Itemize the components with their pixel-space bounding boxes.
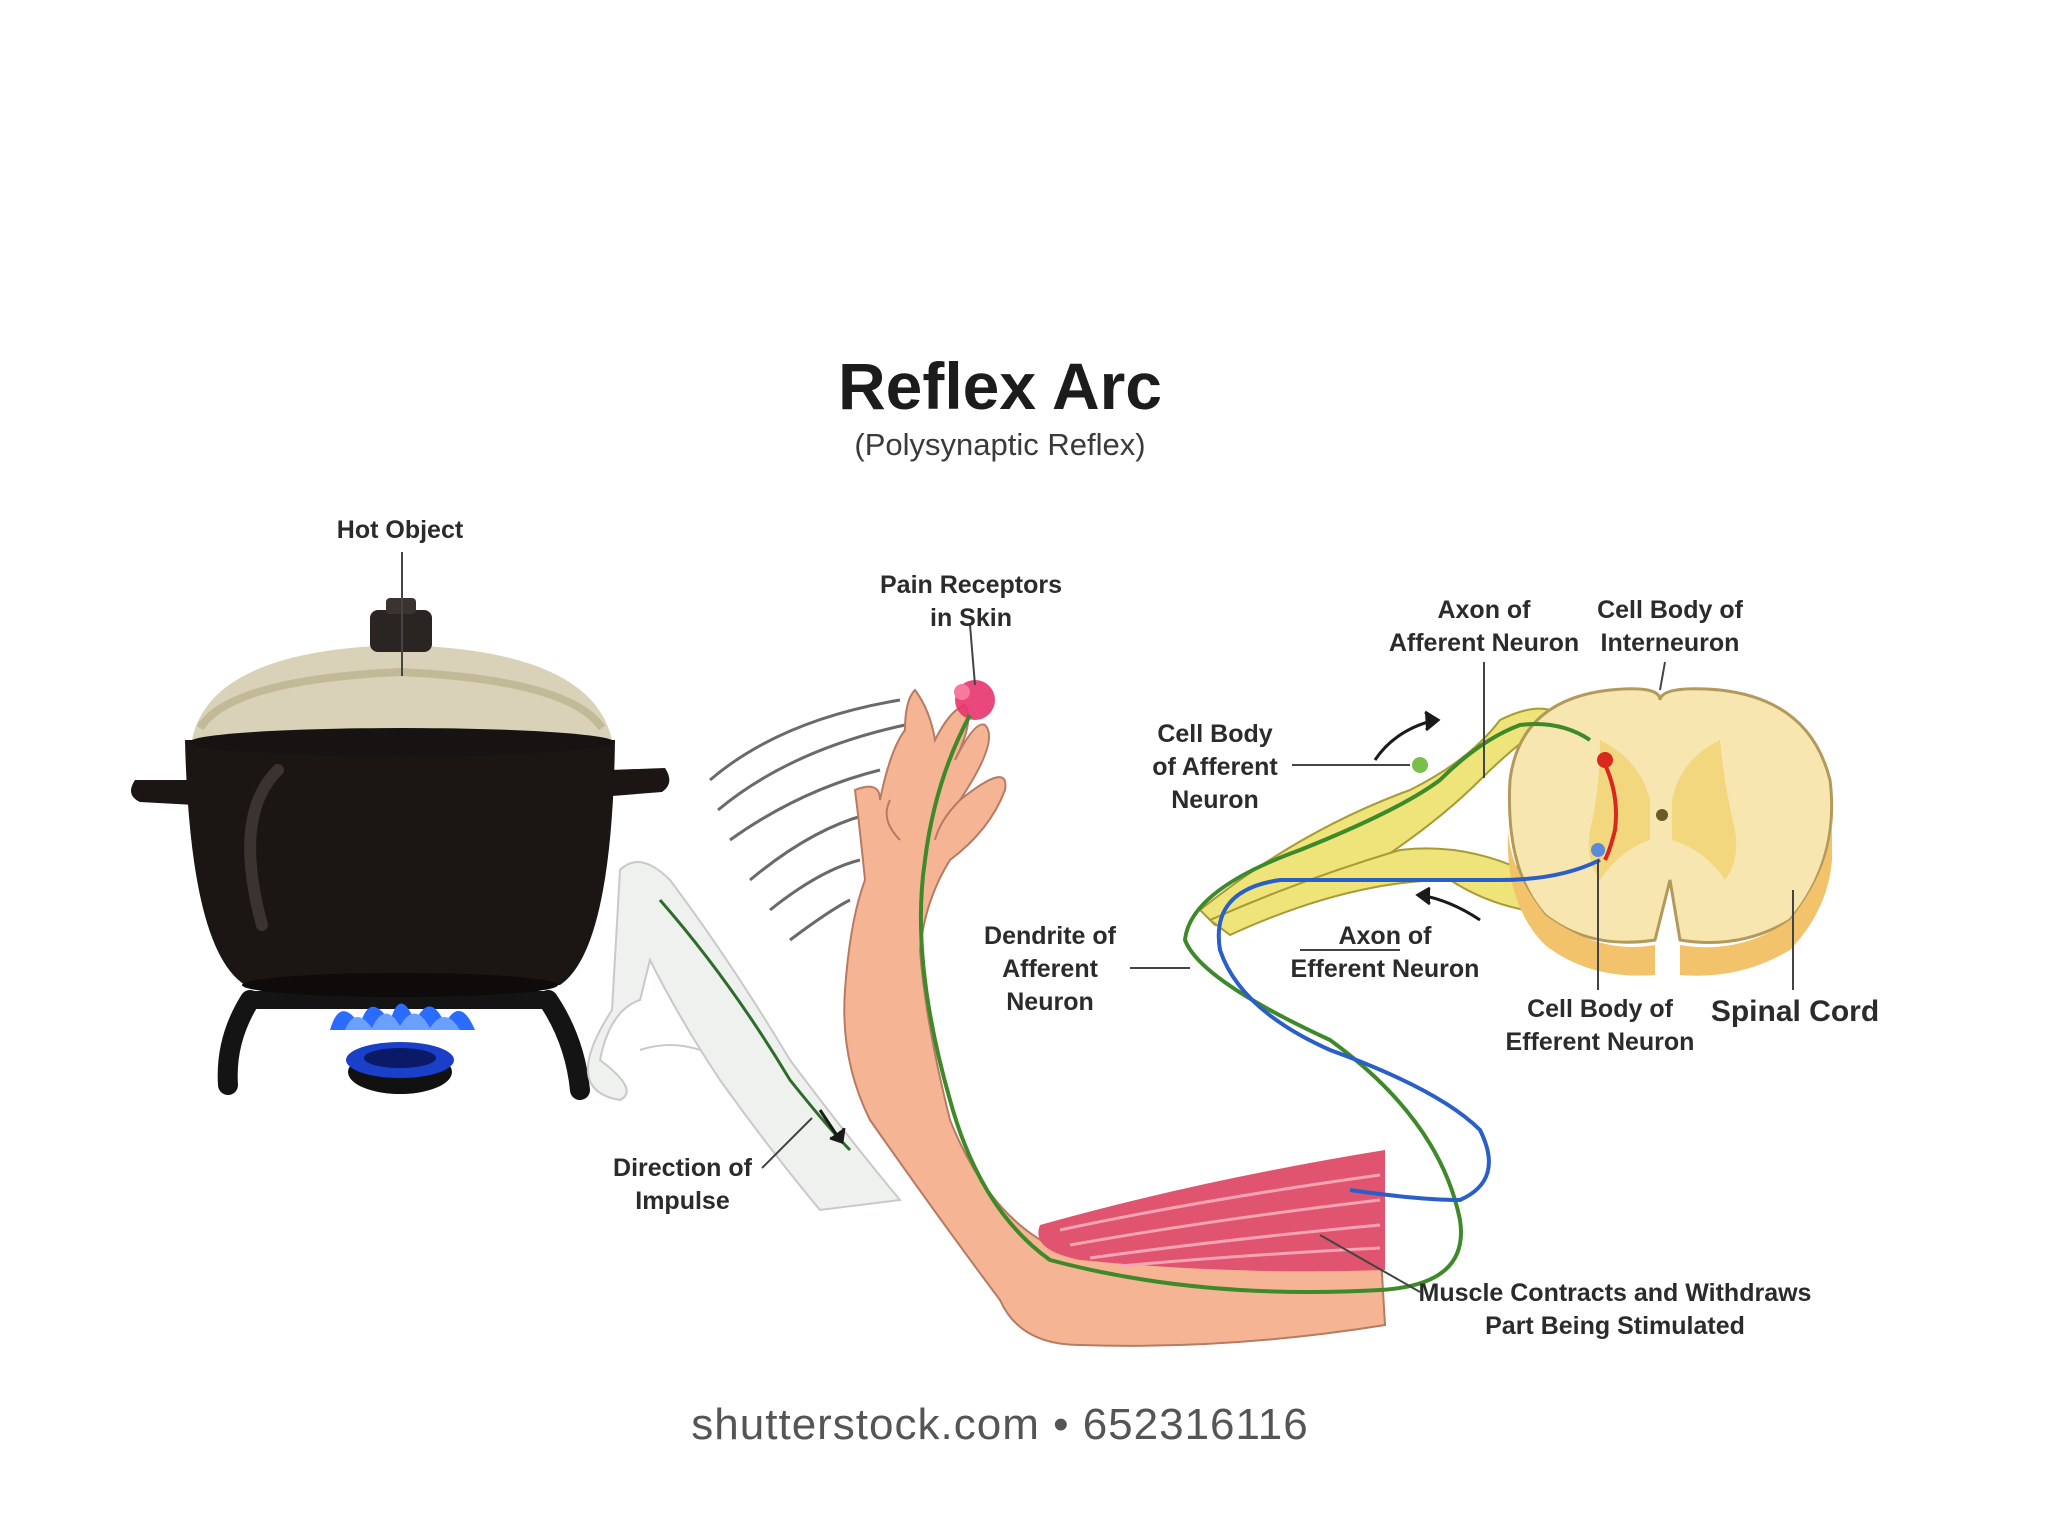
label-line: in Skin xyxy=(930,604,1012,632)
efferent-cell-body-icon xyxy=(1591,843,1605,857)
label-line: Efferent Neuron xyxy=(1290,955,1480,983)
label-direction-impulse: Direction of Impulse xyxy=(600,1152,765,1218)
label-axon-afferent: Axon of Afferent Neuron xyxy=(1384,594,1584,660)
direction-arrow-icon xyxy=(1373,710,1441,761)
label-pain-receptors: Pain Receptors in Skin xyxy=(866,569,1076,635)
interneuron-cell-body-icon xyxy=(1597,752,1613,768)
label-cell-body-afferent: Cell Body of Afferent Neuron xyxy=(1130,718,1300,817)
pain-receptor-icon xyxy=(954,680,995,720)
spinal-cord-illustration xyxy=(1507,687,1834,976)
label-line: Direction of xyxy=(613,1154,752,1182)
label-line: Afferent xyxy=(1002,955,1098,983)
label-muscle: Muscle Contracts and Withdraws Part Bein… xyxy=(1405,1277,1825,1343)
label-line: Interneuron xyxy=(1600,629,1740,657)
label-line: Cell Body of xyxy=(1597,596,1743,624)
label-line: Cell Body of xyxy=(1527,995,1673,1023)
afferent-cell-body-icon xyxy=(1412,757,1428,773)
flame-icon xyxy=(330,1003,475,1030)
arm-illustration xyxy=(843,680,1387,1347)
label-line: Afferent Neuron xyxy=(1388,629,1580,657)
label-line: Axon of xyxy=(1338,922,1432,950)
label-line: Axon of xyxy=(1437,596,1531,624)
page-title: Reflex Arc xyxy=(837,349,1163,423)
label-cell-body-interneuron: Cell Body of Interneuron xyxy=(1575,594,1765,660)
label-axon-efferent: Axon of Efferent Neuron xyxy=(1290,920,1480,986)
label-dendrite-afferent: Dendrite of Afferent Neuron xyxy=(970,920,1130,1019)
label-line: Pain Receptors xyxy=(879,571,1062,599)
page-subtitle: (Polysynaptic Reflex) xyxy=(854,427,1146,462)
label-line: Impulse xyxy=(635,1187,730,1215)
label-line: Cell Body xyxy=(1157,720,1273,748)
label-line: Muscle Contracts and Withdraws xyxy=(1418,1279,1812,1307)
label-spinal-cord: Spinal Cord xyxy=(1705,993,1885,1031)
leader-lines xyxy=(401,552,1794,1293)
label-line: Hot Object xyxy=(336,516,464,544)
direction-arrow-icon xyxy=(1415,886,1481,922)
label-line: Neuron xyxy=(1171,786,1259,814)
muscle-illustration xyxy=(1038,1150,1385,1272)
label-line: Part Being Stimulated xyxy=(1485,1312,1745,1340)
label-hot-object: Hot Object xyxy=(320,514,480,547)
label-line: Spinal Cord xyxy=(1710,995,1880,1028)
label-cell-body-efferent: Cell Body of Efferent Neuron xyxy=(1500,993,1700,1059)
motion-lines xyxy=(709,698,906,942)
efferent-neuron-pathway xyxy=(1216,858,1601,1203)
label-line: of Afferent xyxy=(1152,753,1278,781)
watermark-text: shutterstock.com • 652316116 xyxy=(691,1400,1309,1449)
afferent-neuron-pathway xyxy=(918,714,1592,1294)
label-line: Neuron xyxy=(1006,988,1094,1016)
label-line: Efferent Neuron xyxy=(1505,1028,1695,1056)
interneuron-pathway xyxy=(1598,754,1618,861)
hot-pot-illustration xyxy=(131,598,670,1100)
direction-arrow-icon xyxy=(818,1109,846,1144)
label-line: Dendrite of xyxy=(984,922,1116,950)
